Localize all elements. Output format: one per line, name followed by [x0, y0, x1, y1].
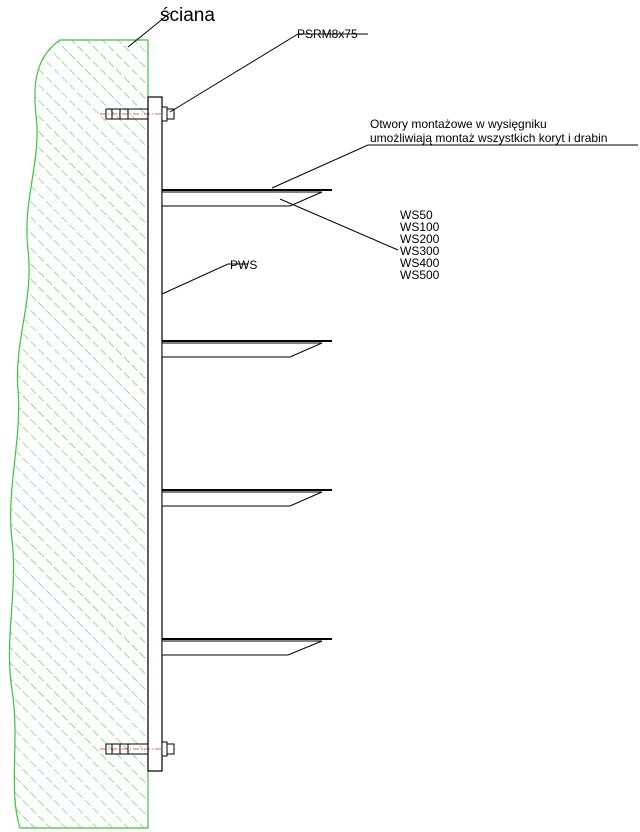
arm-model-label: WS200	[400, 232, 440, 246]
post-leader-line	[161, 263, 248, 295]
bracket-arm-1	[161, 189, 332, 207]
wall-leader-line	[127, 12, 171, 48]
arm-model-label: WS50	[400, 208, 433, 222]
mounting-note-line-2: umożliwiają montaż wszystkich koryt i dr…	[370, 131, 607, 145]
bracket-arm-4	[161, 638, 332, 656]
arm-model-label: WS300	[400, 244, 440, 258]
anchor-bolt-bottom	[100, 741, 176, 757]
wall-section	[8, 39, 149, 829]
arm-model-label: WS400	[400, 256, 440, 270]
arm-models-leader-line	[279, 198, 399, 251]
post-label: PWS	[230, 258, 257, 272]
anchor-bolt-top	[100, 106, 176, 122]
bracket-arm-3	[161, 489, 332, 507]
arm-model-label: WS100	[400, 220, 440, 234]
wall-label: ściana	[160, 5, 215, 26]
arm-model-label: WS500	[400, 268, 440, 282]
mounting-note-line-1: Otwory montażowe w wysięgniku	[370, 117, 547, 131]
anchor-leader-line	[169, 33, 368, 113]
wall-post	[147, 96, 163, 772]
note-leader-line	[271, 144, 638, 189]
bracket-arm-2	[161, 340, 332, 358]
anchor-label: PSRM8x75	[297, 27, 358, 41]
